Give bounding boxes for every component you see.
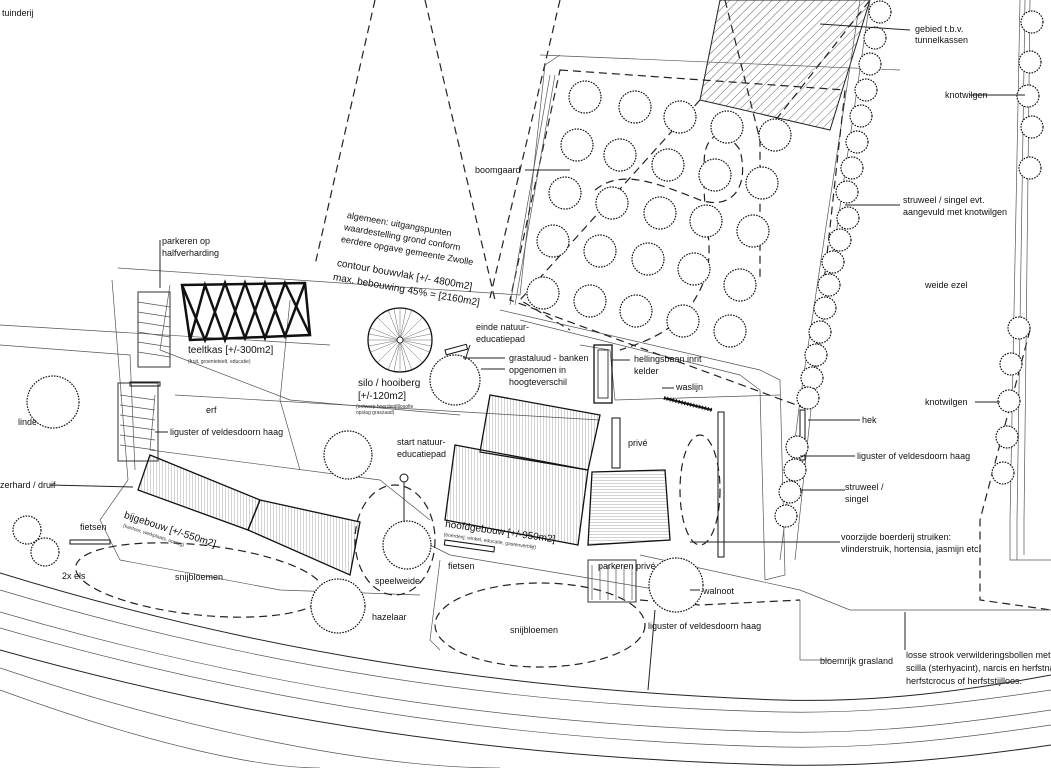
label-gebied-2: tunnelkassen [915,35,969,45]
label-start-2: educatiepad [397,449,447,459]
label-silo-sub-1: (ontwerp boerderijfilosofie [356,404,414,410]
label-silo-1: silo / hooiberg [358,378,421,389]
label-voorzijde-1: voorzijde boerderij struiken: [841,532,952,542]
label-teeltkas-sub: (fruit, groenteteelt, educatie) [188,359,251,365]
label-voorzijde-2: vlinderstruik, hortensia, jasmijn etc. [841,544,982,554]
label-teeltkas: teeltkas [+/-300m2] [188,345,274,356]
label-els: 2x els [62,571,86,581]
orchard-boundary [509,69,846,411]
label-hek: hek [862,415,877,425]
label-snijbloemen-mid: snijbloemen [510,625,559,635]
label-start-1: start natuur- [397,437,446,447]
label-struweel-1: struweel / singel evt. [903,195,985,205]
road-lines [0,572,1051,768]
label-liguster-right: liguster of veldesdoorn haag [857,451,971,461]
label-parkeren-prive: parkeren privé [598,561,656,571]
hellingsbaan [593,344,613,404]
label-losse-1: losse strook verwilderingsbollen met s [906,650,1051,660]
singel-trees [774,0,1044,528]
label-liguster-bottom: liguster of veldesdoorn haag [648,621,762,631]
label-parkeren-2: halfverharding [162,248,220,258]
feature-trees [12,354,704,634]
label-parkeren-1: parkeren op [162,236,211,246]
label-fietsen-mid: fietsen [448,561,475,571]
label-hellingsbaan-1: hellingsbaan inrit [634,354,702,364]
label-prive: privé [628,438,648,448]
label-fietsen-left: fietsen [80,522,107,532]
label-einde-1: einde natuur- [476,322,530,332]
label-losse-3: herfstcrocus of herfststijlloos. [906,676,1023,686]
label-zerhard: zerhard / druif [0,480,56,490]
teeltkas-structure [180,279,312,344]
label-liguster-left: liguster of veldesdoorn haag [170,427,284,437]
label-struweel-singel-1: struweel / [845,482,884,492]
bijgebouw-building [137,454,361,576]
label-knotwilgen-mid: knotwilgen [925,397,968,407]
label-weide-ezel: weide ezel [925,280,968,290]
label-linde: linde [18,417,38,427]
label-knotwilgen-top: knotwilgen [945,90,988,100]
label-speelweide: speelweide [375,576,421,586]
label-erf: erf [206,405,217,415]
label-hellingsbaan-2: kelder [634,366,659,376]
label-grastaluud-1: grastaluud - banken [509,353,589,363]
label-grastaluud-2: opgenomen in [509,365,567,375]
label-silo-sub-2: opslag graszaad) [356,410,395,416]
label-grastaluud-3: hoogteverschil [509,377,568,387]
label-struweel-singel-2: singel [845,494,869,504]
hoofdgebouw-building [444,394,671,546]
label-snijbloemen-left: snijbloemen [175,572,224,582]
label-gebied-1: gebied t.b.v. [915,24,964,34]
label-boomgaard: boomgaard [475,165,521,175]
label-walnoot: walnoot [703,586,735,596]
label-silo-2: [+/-120m2] [358,391,407,402]
label-waslijn: waslijn [676,382,704,392]
parking-stripes [117,291,637,603]
label-losse-2: scilla (sterhyacint), narcis en herfstna [906,663,1051,673]
label-einde-2: educatiepad [476,334,526,344]
label-tuinderij: tuinderij [2,8,34,18]
silo-circle [367,307,433,373]
orchard-path [594,134,744,351]
orchard-trees [526,80,792,348]
label-bloemrijk: bloemrijk grasland [820,656,894,666]
leader-lines [49,23,1025,691]
label-hazelaar: hazelaar [372,612,407,622]
site-paths [0,0,1051,661]
label-struweel-2: aangevuld met knotwilgen [903,207,1008,217]
